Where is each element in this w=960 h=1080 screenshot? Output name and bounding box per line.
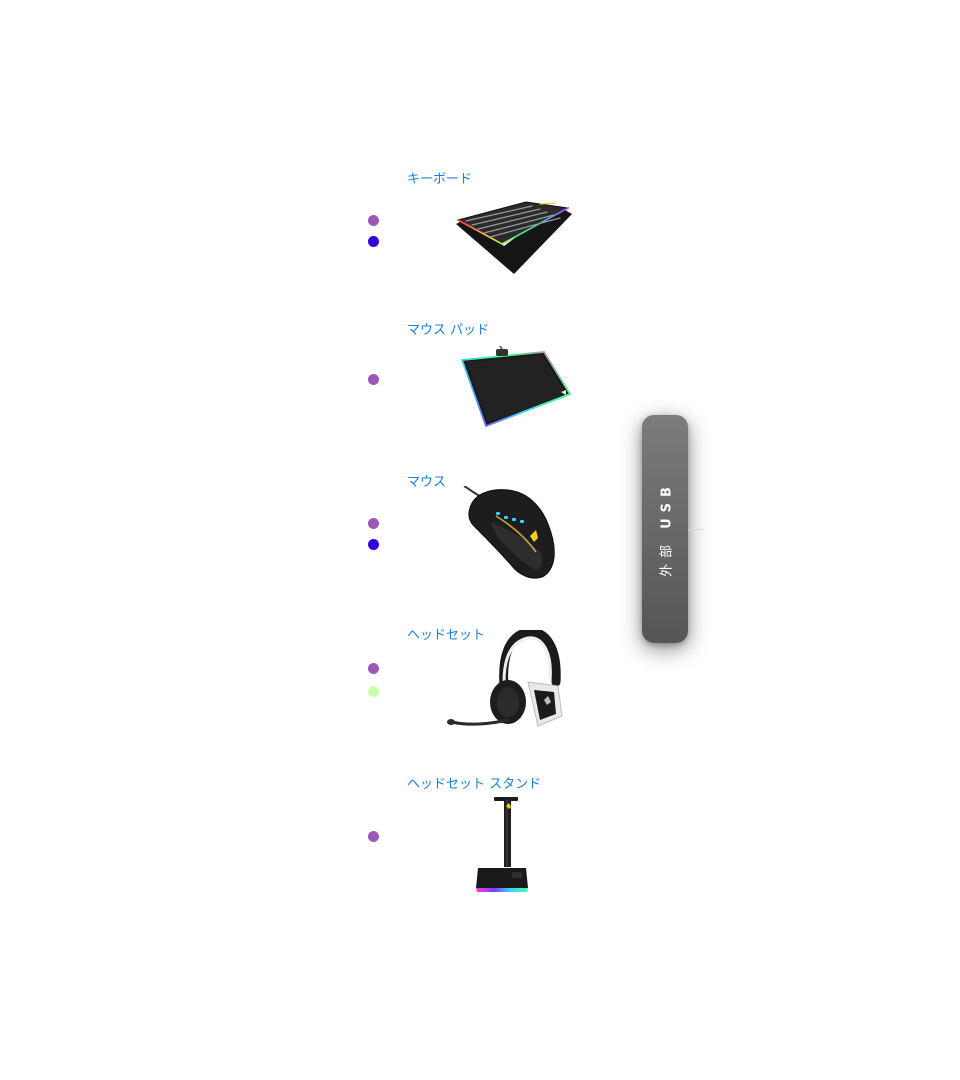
external-usb-panel[interactable]: 外部 USB	[642, 415, 688, 643]
usb-label-jp: 外部	[659, 538, 675, 577]
status-dot-purple[interactable]	[368, 374, 379, 385]
section-title-mouse[interactable]: マウス	[407, 475, 447, 490]
section-title-keyboard[interactable]: キーボード	[407, 172, 473, 187]
status-dot-purple[interactable]	[368, 831, 379, 842]
mousepad-image	[458, 346, 576, 430]
keyboard-image	[452, 200, 574, 276]
headset-image	[446, 630, 566, 734]
headset-stand-image	[472, 796, 532, 898]
status-dot-purple[interactable]	[368, 663, 379, 674]
section-title-headset-stand[interactable]: ヘッドセット スタンド	[407, 777, 542, 792]
status-dot-blue[interactable]	[368, 539, 379, 550]
section-title-mousepad[interactable]: マウス パッド	[407, 323, 490, 338]
usb-label-en: USB	[659, 481, 675, 529]
status-dot-light-green[interactable]	[368, 686, 379, 697]
status-dot-purple[interactable]	[368, 518, 379, 529]
usb-connector-line	[688, 529, 704, 530]
mouse-image	[460, 486, 562, 580]
status-dot-blue[interactable]	[368, 236, 379, 247]
status-dot-purple[interactable]	[368, 215, 379, 226]
section-title-headset[interactable]: ヘッドセット	[407, 628, 486, 643]
usb-panel-label: 外部 USB	[656, 481, 675, 577]
